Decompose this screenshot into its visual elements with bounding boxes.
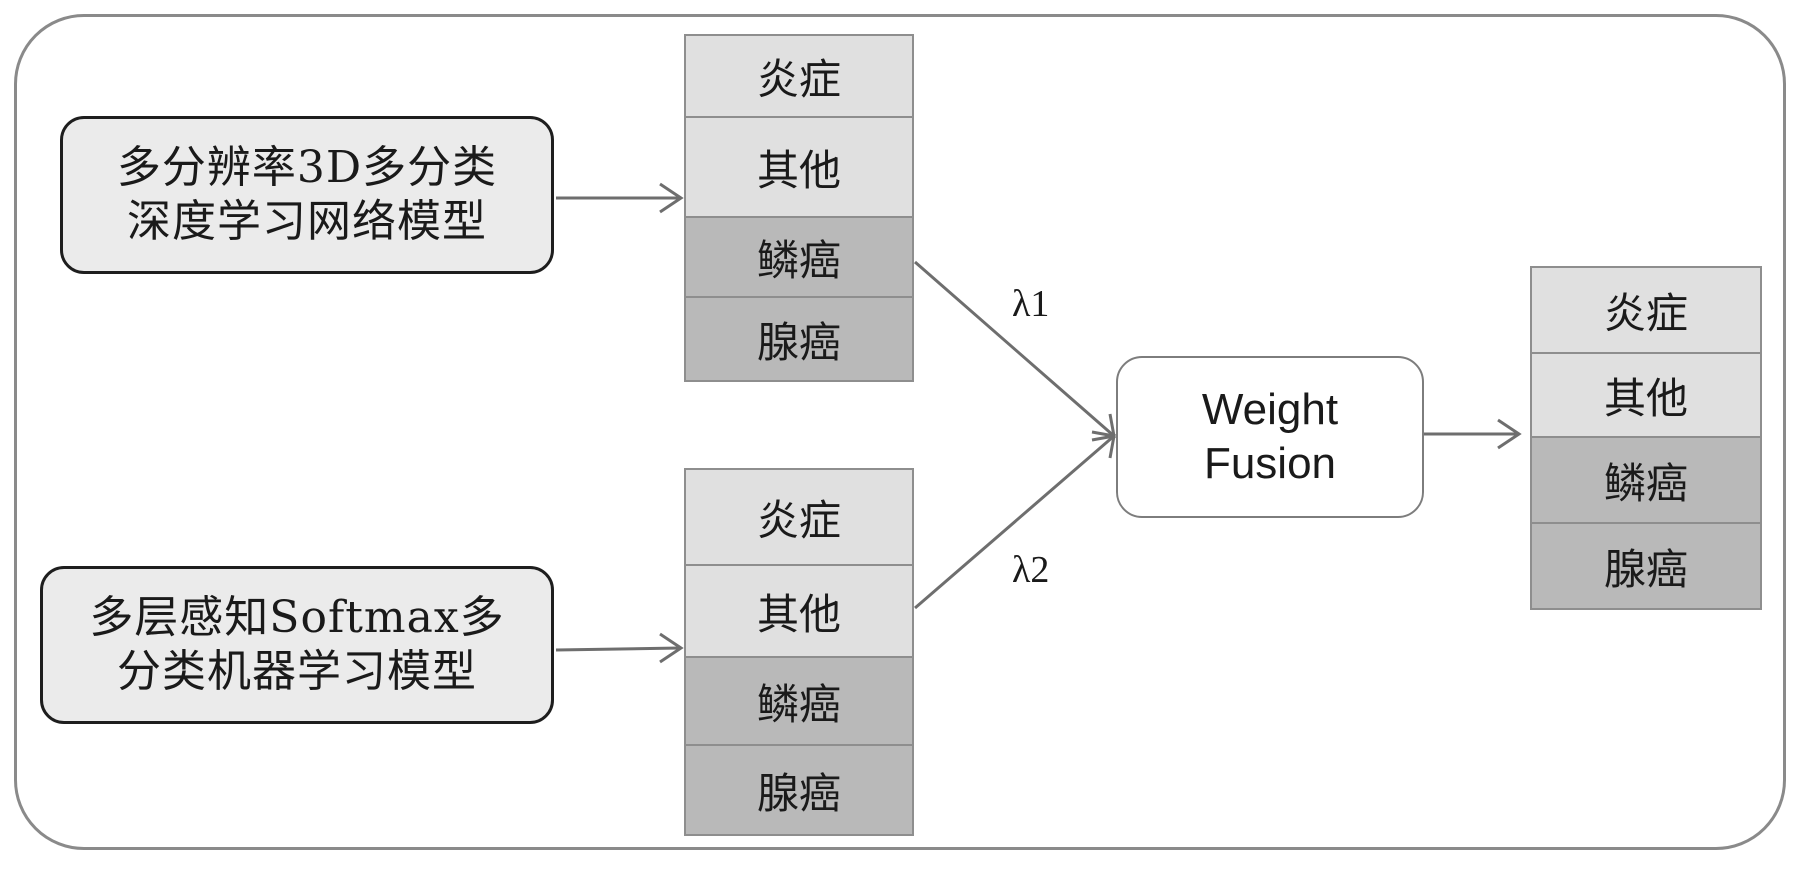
arrow-stack-top-to-fusion xyxy=(914,260,1115,438)
weight-label-lambda2: λ2 xyxy=(1012,549,1050,591)
class-cell-inflammation: 炎症 xyxy=(684,468,914,566)
class-cell-other: 其他 xyxy=(1530,352,1762,438)
arrow-model-b-to-stack xyxy=(555,646,681,652)
class-cell-inflammation: 炎症 xyxy=(684,34,914,118)
class-cell-inflammation: 炎症 xyxy=(1530,266,1762,354)
weight-fusion-box: Weight Fusion xyxy=(1116,356,1424,518)
class-stack-model-b: 炎症 其他 鳞癌 腺癌 xyxy=(684,468,914,836)
class-cell-squamous: 鳞癌 xyxy=(684,216,914,298)
model-box-softmax: 多层感知Softmax多 分类机器学习模型 xyxy=(40,566,554,724)
fusion-line1: Weight xyxy=(1201,385,1339,434)
weight-label-lambda1: λ1 xyxy=(1012,283,1050,325)
arrowhead-model-b xyxy=(659,632,684,664)
arrowhead-fusion-bottom xyxy=(1091,434,1116,459)
model-box-deep-learning: 多分辨率3D多分类 深度学习网络模型 xyxy=(60,116,554,274)
class-cell-adeno: 腺癌 xyxy=(684,296,914,382)
class-cell-adeno: 腺癌 xyxy=(1530,522,1762,610)
fusion-line2: Fusion xyxy=(1203,439,1337,488)
model-a-line2: 深度学习网络模型 xyxy=(127,196,487,247)
class-cell-adeno: 腺癌 xyxy=(684,744,914,836)
class-cell-other: 其他 xyxy=(684,116,914,218)
arrow-stack-bottom-to-fusion xyxy=(914,434,1115,610)
class-stack-model-a: 炎症 其他 鳞癌 腺癌 xyxy=(684,34,914,382)
class-cell-squamous: 鳞癌 xyxy=(684,656,914,746)
class-cell-other: 其他 xyxy=(684,564,914,658)
arrowhead-output xyxy=(1497,418,1522,450)
model-b-line2: 分类机器学习模型 xyxy=(117,646,477,697)
class-cell-squamous: 鳞癌 xyxy=(1530,436,1762,524)
model-b-line1: 多层感知Softmax多 xyxy=(89,592,505,643)
class-stack-output: 炎症 其他 鳞癌 腺癌 xyxy=(1530,266,1762,610)
arrowhead-model-a xyxy=(659,182,684,214)
diagram-frame xyxy=(14,14,1786,850)
model-a-line1: 多分辨率3D多分类 xyxy=(116,142,498,193)
